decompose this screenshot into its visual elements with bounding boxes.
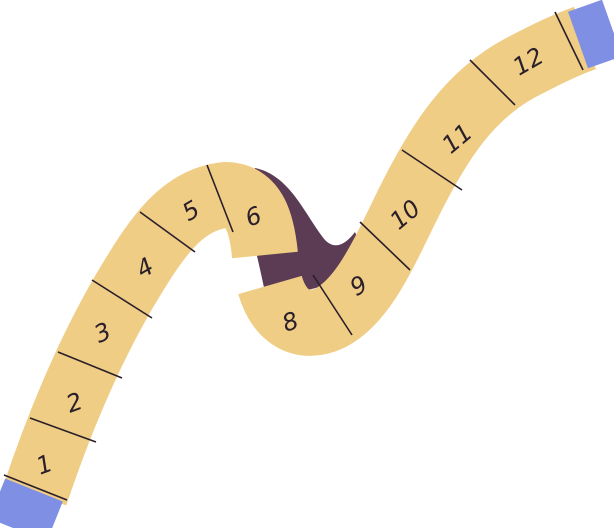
path-ribbon-lower	[238, 6, 597, 356]
start-end-cap	[0, 478, 63, 528]
square-dividers	[3, 11, 584, 501]
path-ribbon	[3, 162, 298, 506]
finish-end-cap	[568, 0, 614, 69]
